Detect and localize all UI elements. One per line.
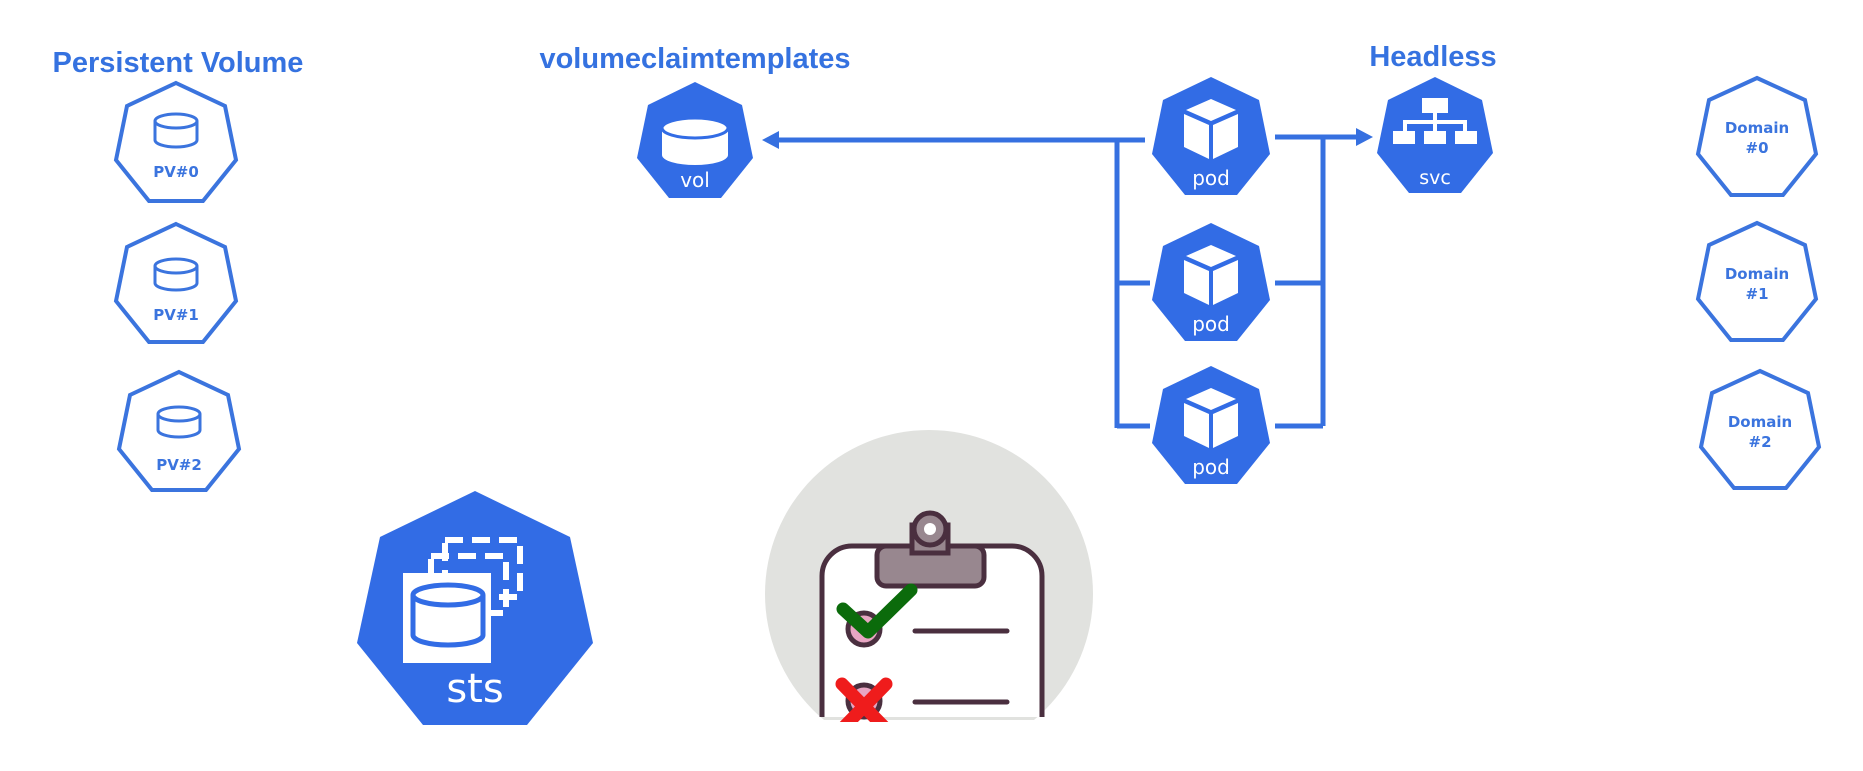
svc-arrowhead-icon (1356, 128, 1373, 146)
red-cross-icon (835, 677, 893, 736)
volume-cylinder-icon (153, 112, 199, 149)
sts-node: sts (357, 491, 593, 725)
pod-node: pod (1152, 77, 1270, 195)
domain-node: Domain #1 (1695, 220, 1819, 342)
volume-cylinder-icon (660, 116, 730, 165)
cube-icon (1184, 99, 1238, 159)
cube-icon (1184, 245, 1238, 305)
pv-label: PV#2 (156, 456, 202, 474)
domain-label: Domain (1725, 265, 1789, 283)
pv-node: PV#2 (116, 369, 242, 492)
vol-label: vol (680, 168, 710, 192)
domain-node: Domain #2 (1698, 368, 1822, 490)
green-check-icon (836, 583, 918, 639)
bottom-cover (700, 722, 1160, 771)
vol-node: vol (637, 82, 753, 198)
network-tree-icon (1393, 98, 1477, 144)
connector-lines (762, 128, 1373, 429)
stacked-volumes-icon (403, 537, 523, 663)
checklist-illustration (700, 430, 1160, 771)
svc-label: svc (1419, 167, 1451, 189)
pv-node: PV#0 (113, 80, 239, 203)
volume-cylinder-icon (156, 405, 202, 439)
pv-node: PV#1 (113, 221, 239, 344)
domain-node: Domain #0 (1695, 75, 1819, 197)
persistent-volume-title: Persistent Volume (53, 47, 304, 79)
svc-node: svc (1377, 77, 1493, 193)
pod-node: pod (1152, 223, 1270, 341)
vol-arrowhead-icon (762, 131, 779, 149)
volumeclaimtemplates-title: volumeclaimtemplates (539, 43, 850, 75)
pv-label: PV#1 (153, 306, 199, 324)
domain-number: #0 (1745, 139, 1768, 157)
cube-icon (1184, 388, 1238, 448)
domain-number: #2 (1748, 433, 1771, 451)
pv-label: PV#0 (153, 163, 199, 181)
pod-label: pod (1192, 166, 1230, 190)
volume-cylinder-icon (153, 257, 199, 292)
pod-node: pod (1152, 366, 1270, 484)
pod-label: pod (1192, 312, 1230, 336)
domain-label: Domain (1725, 119, 1789, 137)
headless-title: Headless (1369, 41, 1496, 73)
sts-label: sts (446, 666, 503, 712)
domain-number: #1 (1745, 285, 1768, 303)
pod-label: pod (1192, 455, 1230, 479)
domain-label: Domain (1728, 413, 1792, 431)
clipboard-checklist-icon (819, 510, 1045, 736)
